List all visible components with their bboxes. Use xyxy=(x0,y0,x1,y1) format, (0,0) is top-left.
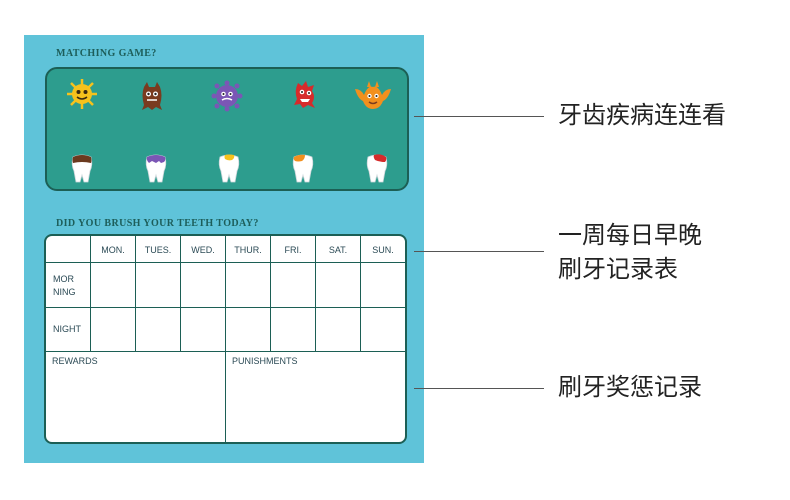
punishments-label: PUNISHMENTS xyxy=(232,356,298,366)
orange-stained-tooth-icon xyxy=(286,151,320,185)
grid-line xyxy=(225,236,226,442)
grid-line xyxy=(180,236,181,352)
callout-matching-game: 牙齿疾病连连看 xyxy=(558,102,726,129)
grid-line xyxy=(270,236,271,352)
brown-stained-tooth-icon xyxy=(65,151,99,185)
day-header-sat: SAT. xyxy=(328,245,348,255)
row-label-morning-line2: NING xyxy=(53,287,76,297)
grid-line xyxy=(135,236,136,352)
brushing-record-chart: MON. TUES. WED. THUR. FRI. SAT. SUN. MOR… xyxy=(44,234,407,444)
callout-rewards: 刷牙奖惩记录 xyxy=(558,374,702,401)
rewards-label: REWARDS xyxy=(52,356,98,366)
matching-game-panel xyxy=(45,67,409,191)
purple-stained-tooth-icon xyxy=(139,151,173,185)
grid-line xyxy=(46,262,405,263)
grid-line xyxy=(315,236,316,352)
grid-line xyxy=(90,236,91,352)
matching-game-title: MATCHING GAME? xyxy=(56,48,157,59)
orange-bat-germ-icon xyxy=(353,79,393,113)
callout-leader-line xyxy=(414,251,544,252)
brown-germ-icon xyxy=(135,79,169,113)
callout-chart-line2: 刷牙记录表 xyxy=(558,256,678,283)
day-header-tues: TUES. xyxy=(144,245,172,255)
day-header-fri: FRI. xyxy=(284,245,302,255)
callout-leader-line xyxy=(414,388,544,389)
grid-line xyxy=(46,307,405,308)
yellow-stained-tooth-icon xyxy=(212,151,246,185)
grid-line xyxy=(46,351,405,352)
day-header-mon: MON. xyxy=(101,245,125,255)
grid-line xyxy=(360,236,361,352)
row-label-morning-line1: MOR xyxy=(53,274,74,284)
day-header-sun: SUN. xyxy=(372,245,394,255)
row-label-night: NIGHT xyxy=(53,324,81,334)
yellow-virus-icon xyxy=(65,77,99,111)
day-header-thur: THUR. xyxy=(234,245,262,255)
day-header-wed: WED. xyxy=(191,245,215,255)
activity-card: MATCHING GAME? xyxy=(24,35,424,463)
red-stained-tooth-icon xyxy=(360,151,394,185)
purple-virus-icon xyxy=(210,79,244,113)
callout-chart-line1: 一周每日早晚 xyxy=(558,222,702,249)
callout-leader-line xyxy=(414,116,544,117)
brush-chart-title: DID YOU BRUSH YOUR TEETH TODAY? xyxy=(56,218,259,229)
red-germ-icon xyxy=(288,77,322,111)
